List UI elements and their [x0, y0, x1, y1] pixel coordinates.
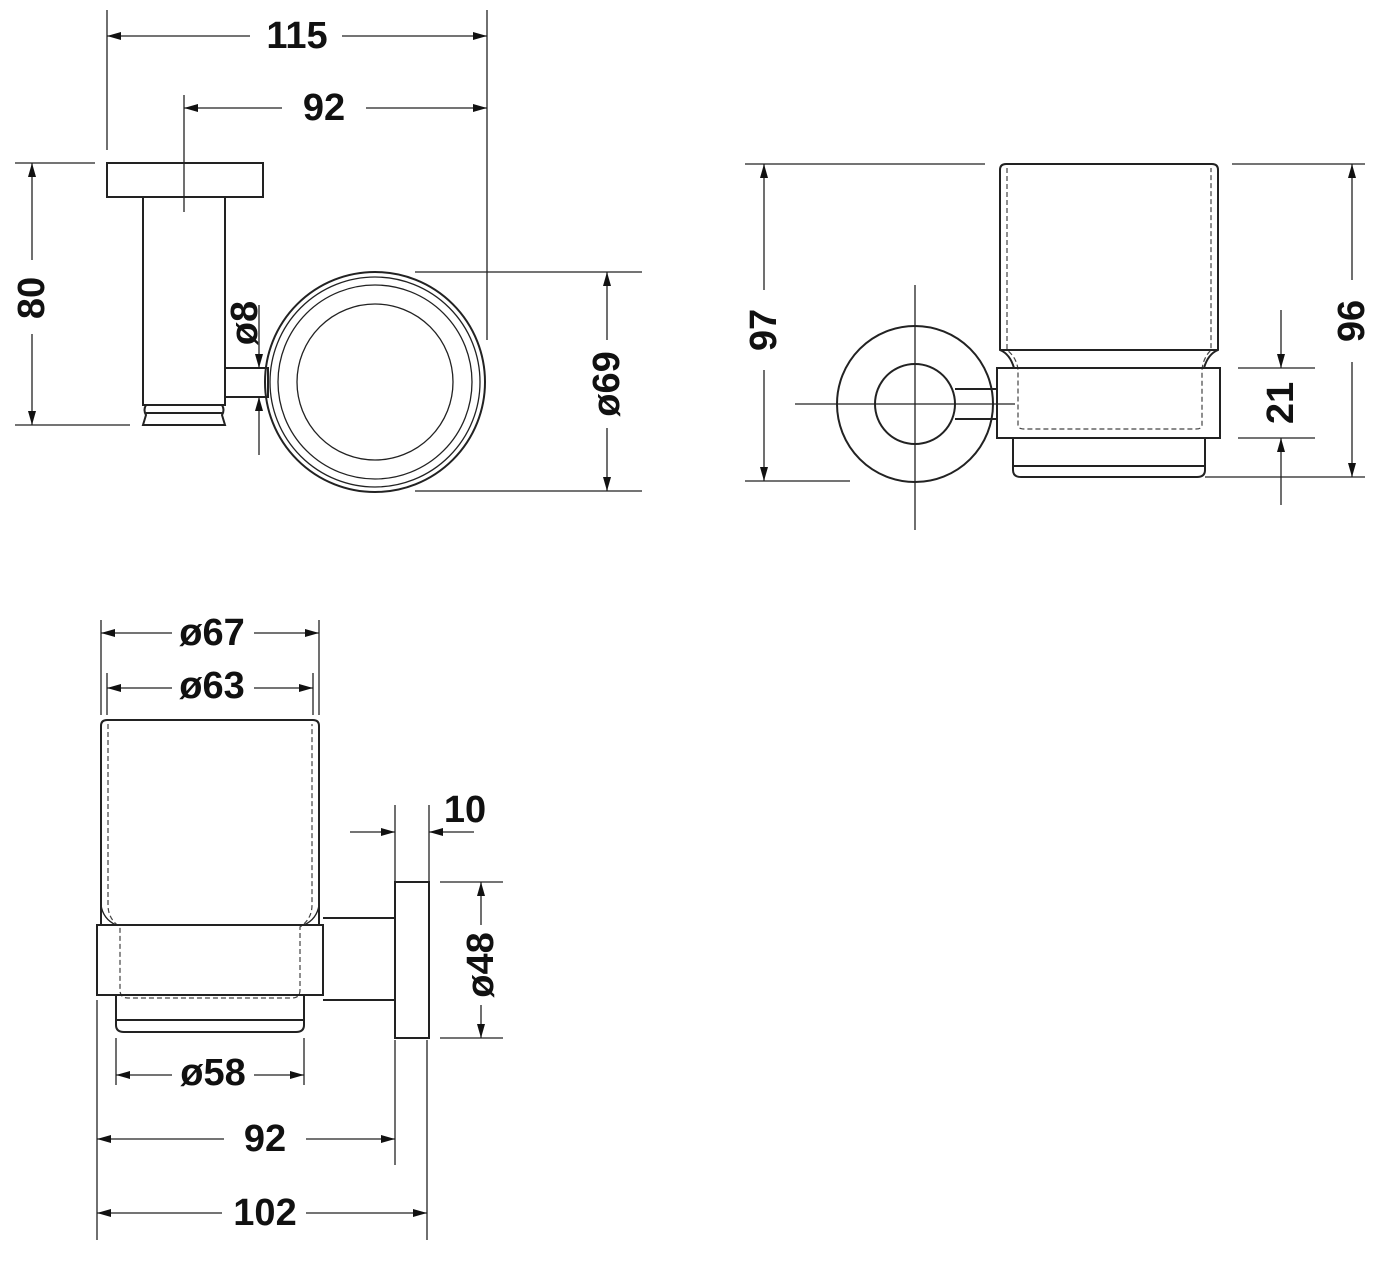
dimension-92-elevation: 92 [96, 1000, 396, 1240]
dimension-21: 21 [1238, 310, 1315, 505]
dimension-label: ø63 [179, 665, 244, 707]
dimension-92-front: 92 [183, 87, 487, 212]
glass-and-holder [96, 719, 430, 1039]
dimension-glass-inner-diameter: ø63 [106, 665, 314, 715]
dimension-label: ø8 [224, 301, 266, 345]
side-view: 97 96 21 [743, 163, 1373, 530]
dimension-label: 10 [444, 789, 486, 831]
dimension-label: 115 [266, 15, 327, 57]
dimension-glass-outer-diameter: ø67 [100, 612, 320, 715]
dimension-label: 21 [1260, 382, 1302, 424]
elevation-view: ø67 ø63 10 ø48 ø58 [96, 612, 503, 1240]
dimension-label: ø48 [460, 932, 502, 997]
dimension-10: 10 [350, 789, 486, 882]
dimension-label: 102 [233, 1192, 296, 1234]
dimension-ring-diameter: ø69 [415, 271, 642, 492]
dimension-label: ø67 [179, 612, 244, 654]
front-view: 115 92 80 ø8 [11, 10, 642, 493]
dimension-arm-diameter: ø8 [224, 301, 266, 455]
dimension-glass-bottom-diameter: ø58 [115, 1038, 305, 1094]
dimension-115: 115 [106, 10, 488, 340]
dimension-97: 97 [743, 163, 985, 482]
dimension-label: 92 [244, 1118, 286, 1160]
holder-body [106, 162, 486, 493]
dimension-80: 80 [11, 162, 130, 426]
dimension-flange-diameter: ø48 [440, 881, 503, 1039]
dimension-label: 97 [743, 309, 785, 351]
dimension-label: ø58 [180, 1052, 245, 1094]
dimension-96: 96 [1205, 163, 1373, 478]
dimension-label: 96 [1331, 300, 1373, 342]
dimension-102: 102 [97, 1040, 428, 1240]
dimension-label: 92 [303, 87, 345, 129]
dimension-label: 80 [11, 277, 53, 319]
wall-flange-and-glass [795, 163, 1221, 530]
dimension-label: ø69 [586, 351, 628, 416]
